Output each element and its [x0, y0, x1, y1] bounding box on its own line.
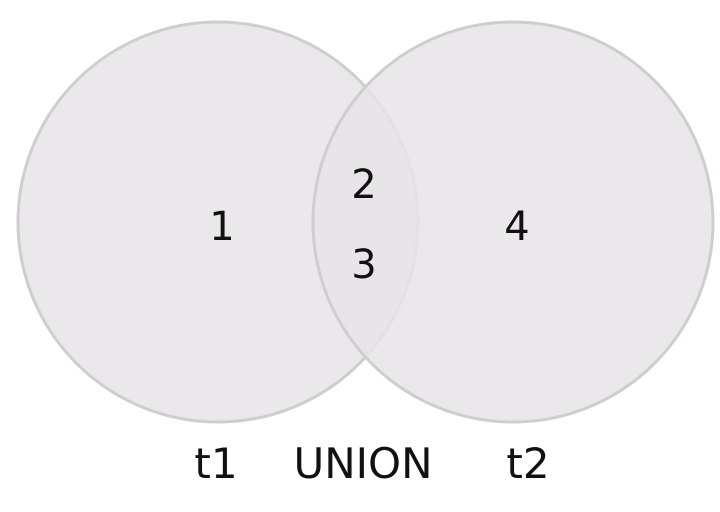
intersection-value-bottom: 3 — [351, 242, 376, 288]
union-label: UNION — [293, 439, 432, 488]
left-only-value: 1 — [209, 204, 234, 250]
set-t2-label: t2 — [506, 439, 549, 488]
region-values: 1 2 3 4 — [209, 162, 529, 288]
set-t2-circle — [311, 20, 715, 424]
right-only-value: 4 — [504, 204, 529, 250]
set-t1-label: t1 — [194, 439, 237, 488]
venn-circles — [16, 20, 715, 424]
intersection-value-top: 2 — [351, 162, 376, 208]
captions: t1 UNION t2 — [194, 439, 549, 488]
